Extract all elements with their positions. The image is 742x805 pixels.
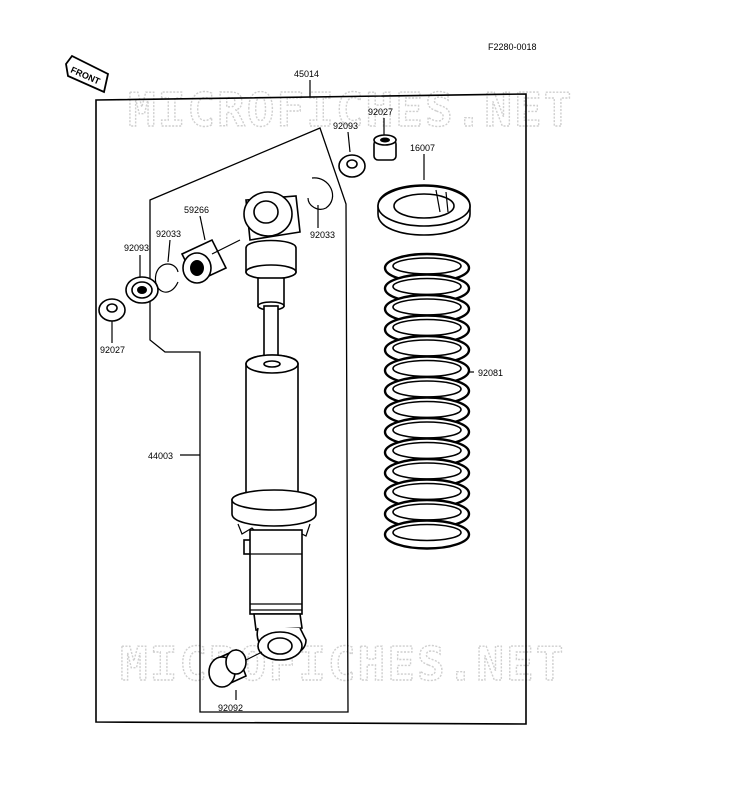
shock-subassembly-outline [149, 127, 349, 713]
label-92093-left: 92093 [124, 243, 149, 253]
label-16007: 16007 [410, 143, 435, 153]
label-59266: 59266 [184, 205, 209, 215]
label-92033-left: 92033 [156, 229, 181, 239]
spring-coil-inner [392, 462, 462, 480]
spring-coil-inner [392, 441, 462, 460]
front-arrow-icon: FRONT [65, 54, 110, 94]
shock-absorber-44003 [231, 191, 317, 661]
coil-spring-92081 [383, 252, 471, 550]
collar-92027-top [373, 134, 397, 161]
label-92027-left: 92027 [100, 345, 125, 355]
spring-coil-inner [392, 339, 462, 357]
watermark-top: MICROFICHES.NET [128, 83, 573, 137]
watermark-bottom: MICROFICHES.NET [120, 637, 565, 691]
label-92027-top: 92027 [368, 107, 393, 117]
bushing-92092 [208, 648, 263, 688]
label-92093-top: 92093 [333, 121, 358, 131]
bushing-59266 [180, 238, 241, 284]
spring-coil-inner [392, 523, 462, 542]
washer-92027-left [98, 298, 126, 322]
label-92081: 92081 [478, 368, 503, 378]
spring-coil-inner [392, 482, 462, 501]
washer-92093-top [338, 154, 366, 178]
label-92033-right: 92033 [310, 230, 335, 240]
spring-coil-inner [392, 257, 462, 275]
spring-seat-16007 [377, 184, 471, 236]
part-labels: 45014 92027 92093 16007 59266 92033 9203… [100, 69, 503, 713]
spring-coil-inner [392, 380, 462, 398]
circlip-92033-left [154, 263, 179, 293]
assembly-outline [95, 93, 527, 725]
spring-coil-inner [392, 298, 462, 316]
label-45014: 45014 [294, 69, 319, 79]
figure-code: F2280-0018 [488, 42, 537, 52]
spring-coil-inner [392, 421, 462, 439]
spring-coil-inner [392, 359, 462, 378]
spring-coil-inner [392, 318, 462, 337]
bearing-92093-left [125, 276, 159, 304]
circlip-92033-right [307, 177, 334, 210]
label-92092: 92092 [218, 703, 243, 713]
label-44003: 44003 [148, 451, 173, 461]
spring-coil-inner [392, 503, 462, 521]
spring-coil-inner [392, 277, 462, 296]
spring-coil-inner [392, 400, 462, 419]
